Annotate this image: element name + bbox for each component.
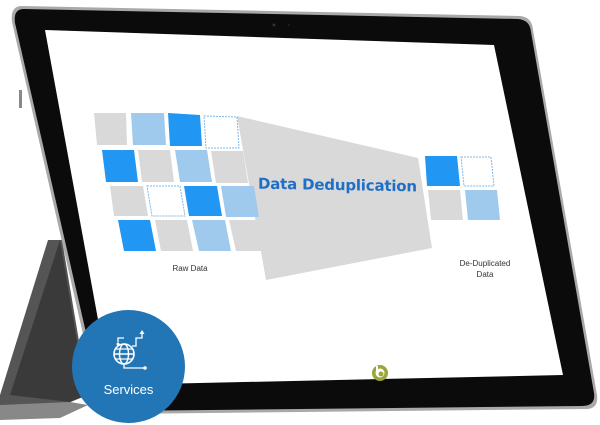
- services-label: Services: [103, 382, 154, 397]
- brand-logo-icon: [372, 365, 388, 381]
- deduplicated-label-line2: Data: [476, 270, 494, 279]
- diagram-title: Data Deduplication: [258, 174, 417, 196]
- raw-data-grid: [94, 113, 267, 251]
- deduplicated-data-grid: [425, 156, 500, 220]
- services-badge[interactable]: Services: [72, 310, 185, 423]
- deduplicated-data-label: De-Duplicated Data: [445, 258, 525, 280]
- globe-network-icon: [113, 330, 147, 370]
- kickstand: [0, 240, 88, 420]
- raw-data-label: Raw Data: [172, 264, 208, 273]
- deduplicated-label-line1: De-Duplicated: [459, 259, 511, 268]
- dedup-funnel: [237, 116, 432, 280]
